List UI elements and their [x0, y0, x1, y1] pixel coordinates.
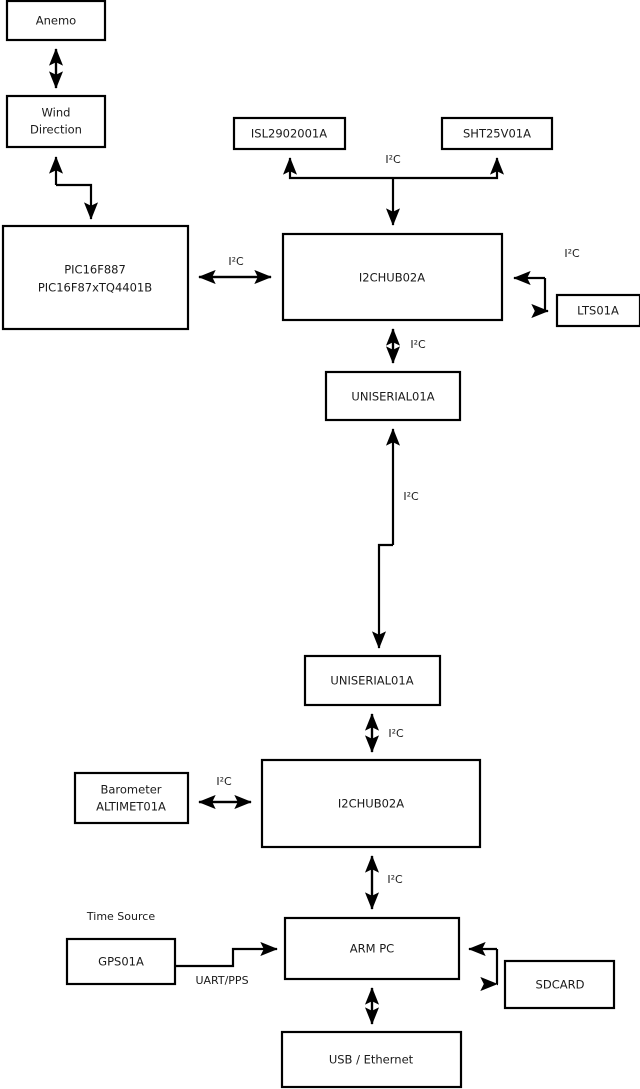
node-label-uniserial-bottom: UNISERIAL01A [330, 674, 413, 688]
node-label-usbeth: USB / Ethernet [329, 1053, 414, 1067]
node-label-armpc: ARM PC [350, 942, 394, 956]
edge-label-gps-uart: UART/PPS [195, 974, 248, 987]
node-label-barometer-line2: ALTIMET01A [96, 800, 166, 814]
node-gps01a[interactable]: GPS01A [65, 937, 177, 986]
node-lts01a[interactable]: LTS01A [555, 293, 640, 328]
node-i2chub02a-top[interactable]: I2CHUB02A [281, 232, 504, 322]
edge-hubtop-lts: I²C [513, 247, 580, 319]
node-label-uniserial-top: UNISERIAL01A [351, 390, 434, 404]
edge-uniserial-link: I²C [371, 428, 419, 649]
annotation-time-source: Time Source [86, 910, 155, 923]
node-arm-pc[interactable]: ARM PC [283, 916, 461, 981]
edge-label-sensors-top: I²C [385, 153, 401, 166]
node-sdcard[interactable]: SDCARD [503, 959, 616, 1010]
node-label-isl: ISL2902001A [251, 127, 327, 141]
edge-hubbot-armpc: I²C [364, 855, 403, 910]
node-barometer-altimet01a[interactable]: Barometer ALTIMET01A [73, 771, 190, 825]
node-isl2902001a[interactable]: ISL2902001A [232, 116, 347, 151]
edge-uniserialbot-hubbot: I²C [364, 713, 404, 753]
node-label-hub-bottom: I2CHUB02A [338, 797, 404, 811]
node-label-barometer-line1: Barometer [100, 783, 161, 797]
node-label-sdcard: SDCARD [536, 978, 585, 992]
edge-hubtop-sensors: I²C [282, 153, 505, 226]
node-uniserial01a-top[interactable]: UNISERIAL01A [324, 370, 462, 422]
node-label-lts: LTS01A [577, 304, 619, 318]
node-label-gps: GPS01A [98, 955, 144, 969]
node-i2chub02a-bottom[interactable]: I2CHUB02A [260, 758, 482, 849]
edge-label-hub-uniserial: I²C [410, 338, 426, 351]
node-label-pic-line2: PIC16F87xTQ4401B [38, 281, 152, 295]
edge-barometer-hubbot: I²C [198, 775, 252, 810]
node-pic-mcu[interactable]: PIC16F887 PIC16F87xTQ4401B [1, 224, 190, 331]
node-label-anemo: Anemo [36, 14, 76, 28]
node-uniserial01a-bottom[interactable]: UNISERIAL01A [303, 654, 442, 707]
edge-gps-armpc: UART/PPS [175, 941, 278, 987]
node-usb-ethernet[interactable]: USB / Ethernet [280, 1030, 463, 1089]
node-label-sht: SHT25V01A [463, 127, 531, 141]
node-wind-direction[interactable]: Wind Direction [5, 94, 107, 149]
node-label-wind-line1: Wind [42, 106, 71, 120]
edge-armpc-sdcard [468, 941, 505, 986]
node-label-hub-top: I2CHUB02A [359, 271, 425, 285]
node-label-wind-line2: Direction [30, 123, 82, 137]
edge-label-uniserial-hub-bot: I²C [388, 727, 404, 740]
node-label-pic-line1: PIC16F887 [64, 263, 126, 277]
node-sht25v01a[interactable]: SHT25V01A [440, 116, 554, 151]
edge-label-uniserial-link: I²C [403, 490, 419, 503]
edge-wind-pic [48, 156, 99, 220]
edge-label-lts: I²C [564, 247, 580, 260]
edge-label-pic-hub: I²C [228, 255, 244, 268]
edge-pic-hubtop: I²C [198, 255, 272, 285]
edge-label-barometer: I²C [216, 775, 232, 788]
edge-hubtop-uniserialtop: I²C [385, 328, 426, 364]
edge-label-hub-armpc: I²C [387, 873, 403, 886]
node-anemo[interactable]: Anemo [5, 0, 107, 42]
